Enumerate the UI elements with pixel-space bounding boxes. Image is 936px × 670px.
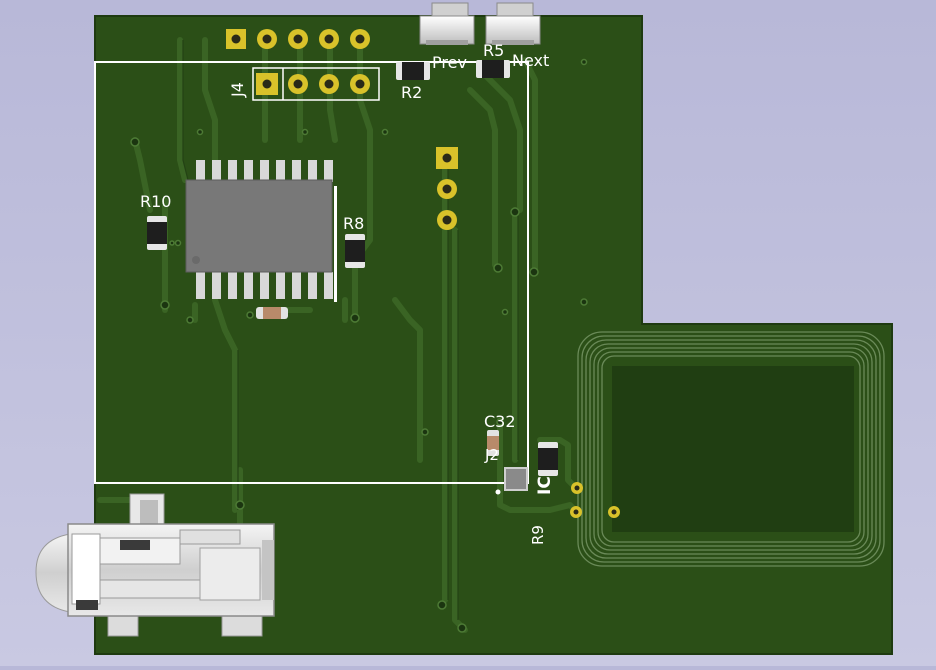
coil-inner-area — [612, 366, 854, 532]
silkscreen-outline — [94, 61, 529, 484]
main-ic — [185, 160, 337, 302]
top-header-pins — [226, 29, 370, 49]
r2-resistor — [396, 62, 430, 80]
label-ic: IC — [535, 476, 555, 495]
label-r10: R10 — [140, 192, 171, 211]
label-j4: J4 — [228, 82, 247, 98]
prev-button-component — [419, 2, 475, 45]
label-prev: Prev — [432, 53, 467, 72]
r5-resistor — [476, 60, 510, 78]
nfc-coil-antenna — [577, 331, 885, 567]
j4-header — [252, 67, 380, 101]
nfc-ic — [495, 467, 528, 495]
label-next: Next — [512, 51, 549, 70]
label-r8: R8 — [343, 214, 364, 233]
coil-pads — [570, 482, 620, 518]
copper-traces — [97, 37, 581, 633]
r9-resistor — [538, 442, 558, 476]
label-j2: J2 — [484, 446, 499, 464]
next-button-component — [485, 2, 541, 45]
label-r9: R9 — [529, 525, 547, 545]
r10-resistor — [147, 216, 167, 250]
r8-resistor — [345, 234, 365, 268]
audio-jack — [35, 493, 275, 637]
label-r2: R2 — [401, 83, 422, 102]
c32-capacitor — [487, 430, 499, 456]
small-capacitor — [256, 307, 288, 319]
center-header-pins — [436, 147, 458, 230]
vias — [130, 58, 588, 633]
trace-shadow — [182, 40, 519, 620]
label-r5: R5 — [483, 41, 504, 60]
label-c32: C32 — [484, 412, 516, 431]
